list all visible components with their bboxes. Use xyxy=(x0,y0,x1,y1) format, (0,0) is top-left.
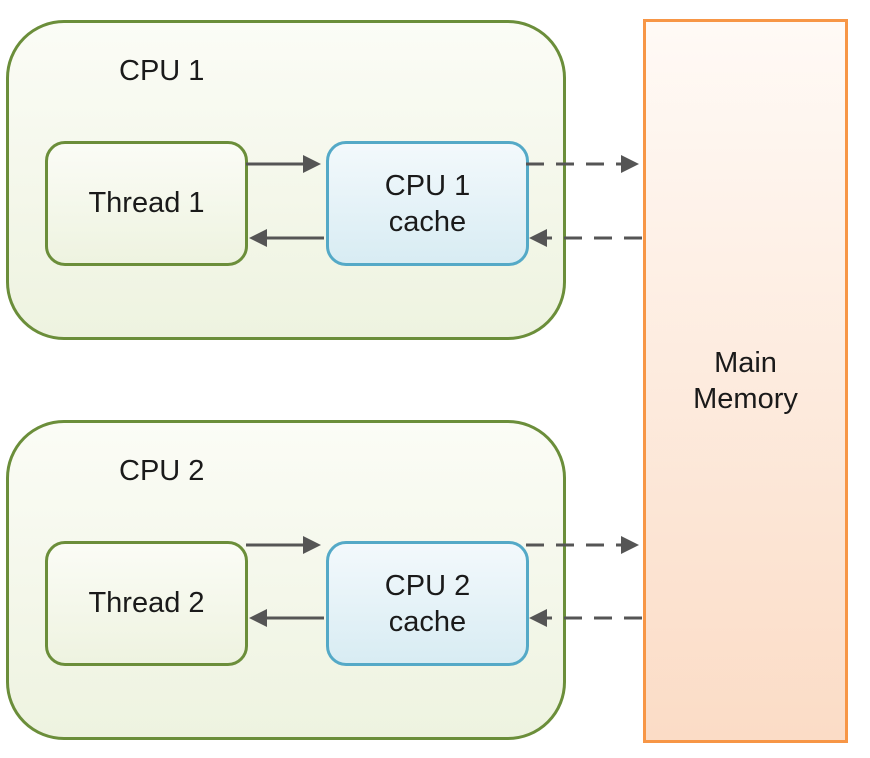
cpu-1-cache-box: CPU 1 cache xyxy=(326,141,529,266)
cpu-2-box: CPU 2 Thread 2 CPU 2 cache xyxy=(6,420,566,740)
cpu-2-cache-label-line1: CPU 2 xyxy=(384,569,471,602)
cpu-2-cache-box: CPU 2 cache xyxy=(326,541,529,666)
main-memory-box: Main Memory xyxy=(643,19,848,743)
main-memory-label-line1: Main xyxy=(714,347,777,379)
thread-1-label: Thread 1 xyxy=(88,187,205,219)
thread-2-box: Thread 2 xyxy=(45,541,248,666)
thread-2-label: Thread 2 xyxy=(88,587,205,619)
cpu-2-title: CPU 2 xyxy=(119,455,205,487)
cpu-1-title: CPU 1 xyxy=(119,55,205,87)
main-memory-label-line2: Memory xyxy=(693,383,798,415)
cpu-1-cache-label-line1: CPU 1 xyxy=(384,169,471,202)
cpu-1-cache-label-line2: cache xyxy=(388,205,467,238)
thread-1-box: Thread 1 xyxy=(45,141,248,266)
cpu-1-box: CPU 1 Thread 1 CPU 1 cache xyxy=(6,20,566,340)
cpu-2-cache-label-line2: cache xyxy=(388,605,467,638)
